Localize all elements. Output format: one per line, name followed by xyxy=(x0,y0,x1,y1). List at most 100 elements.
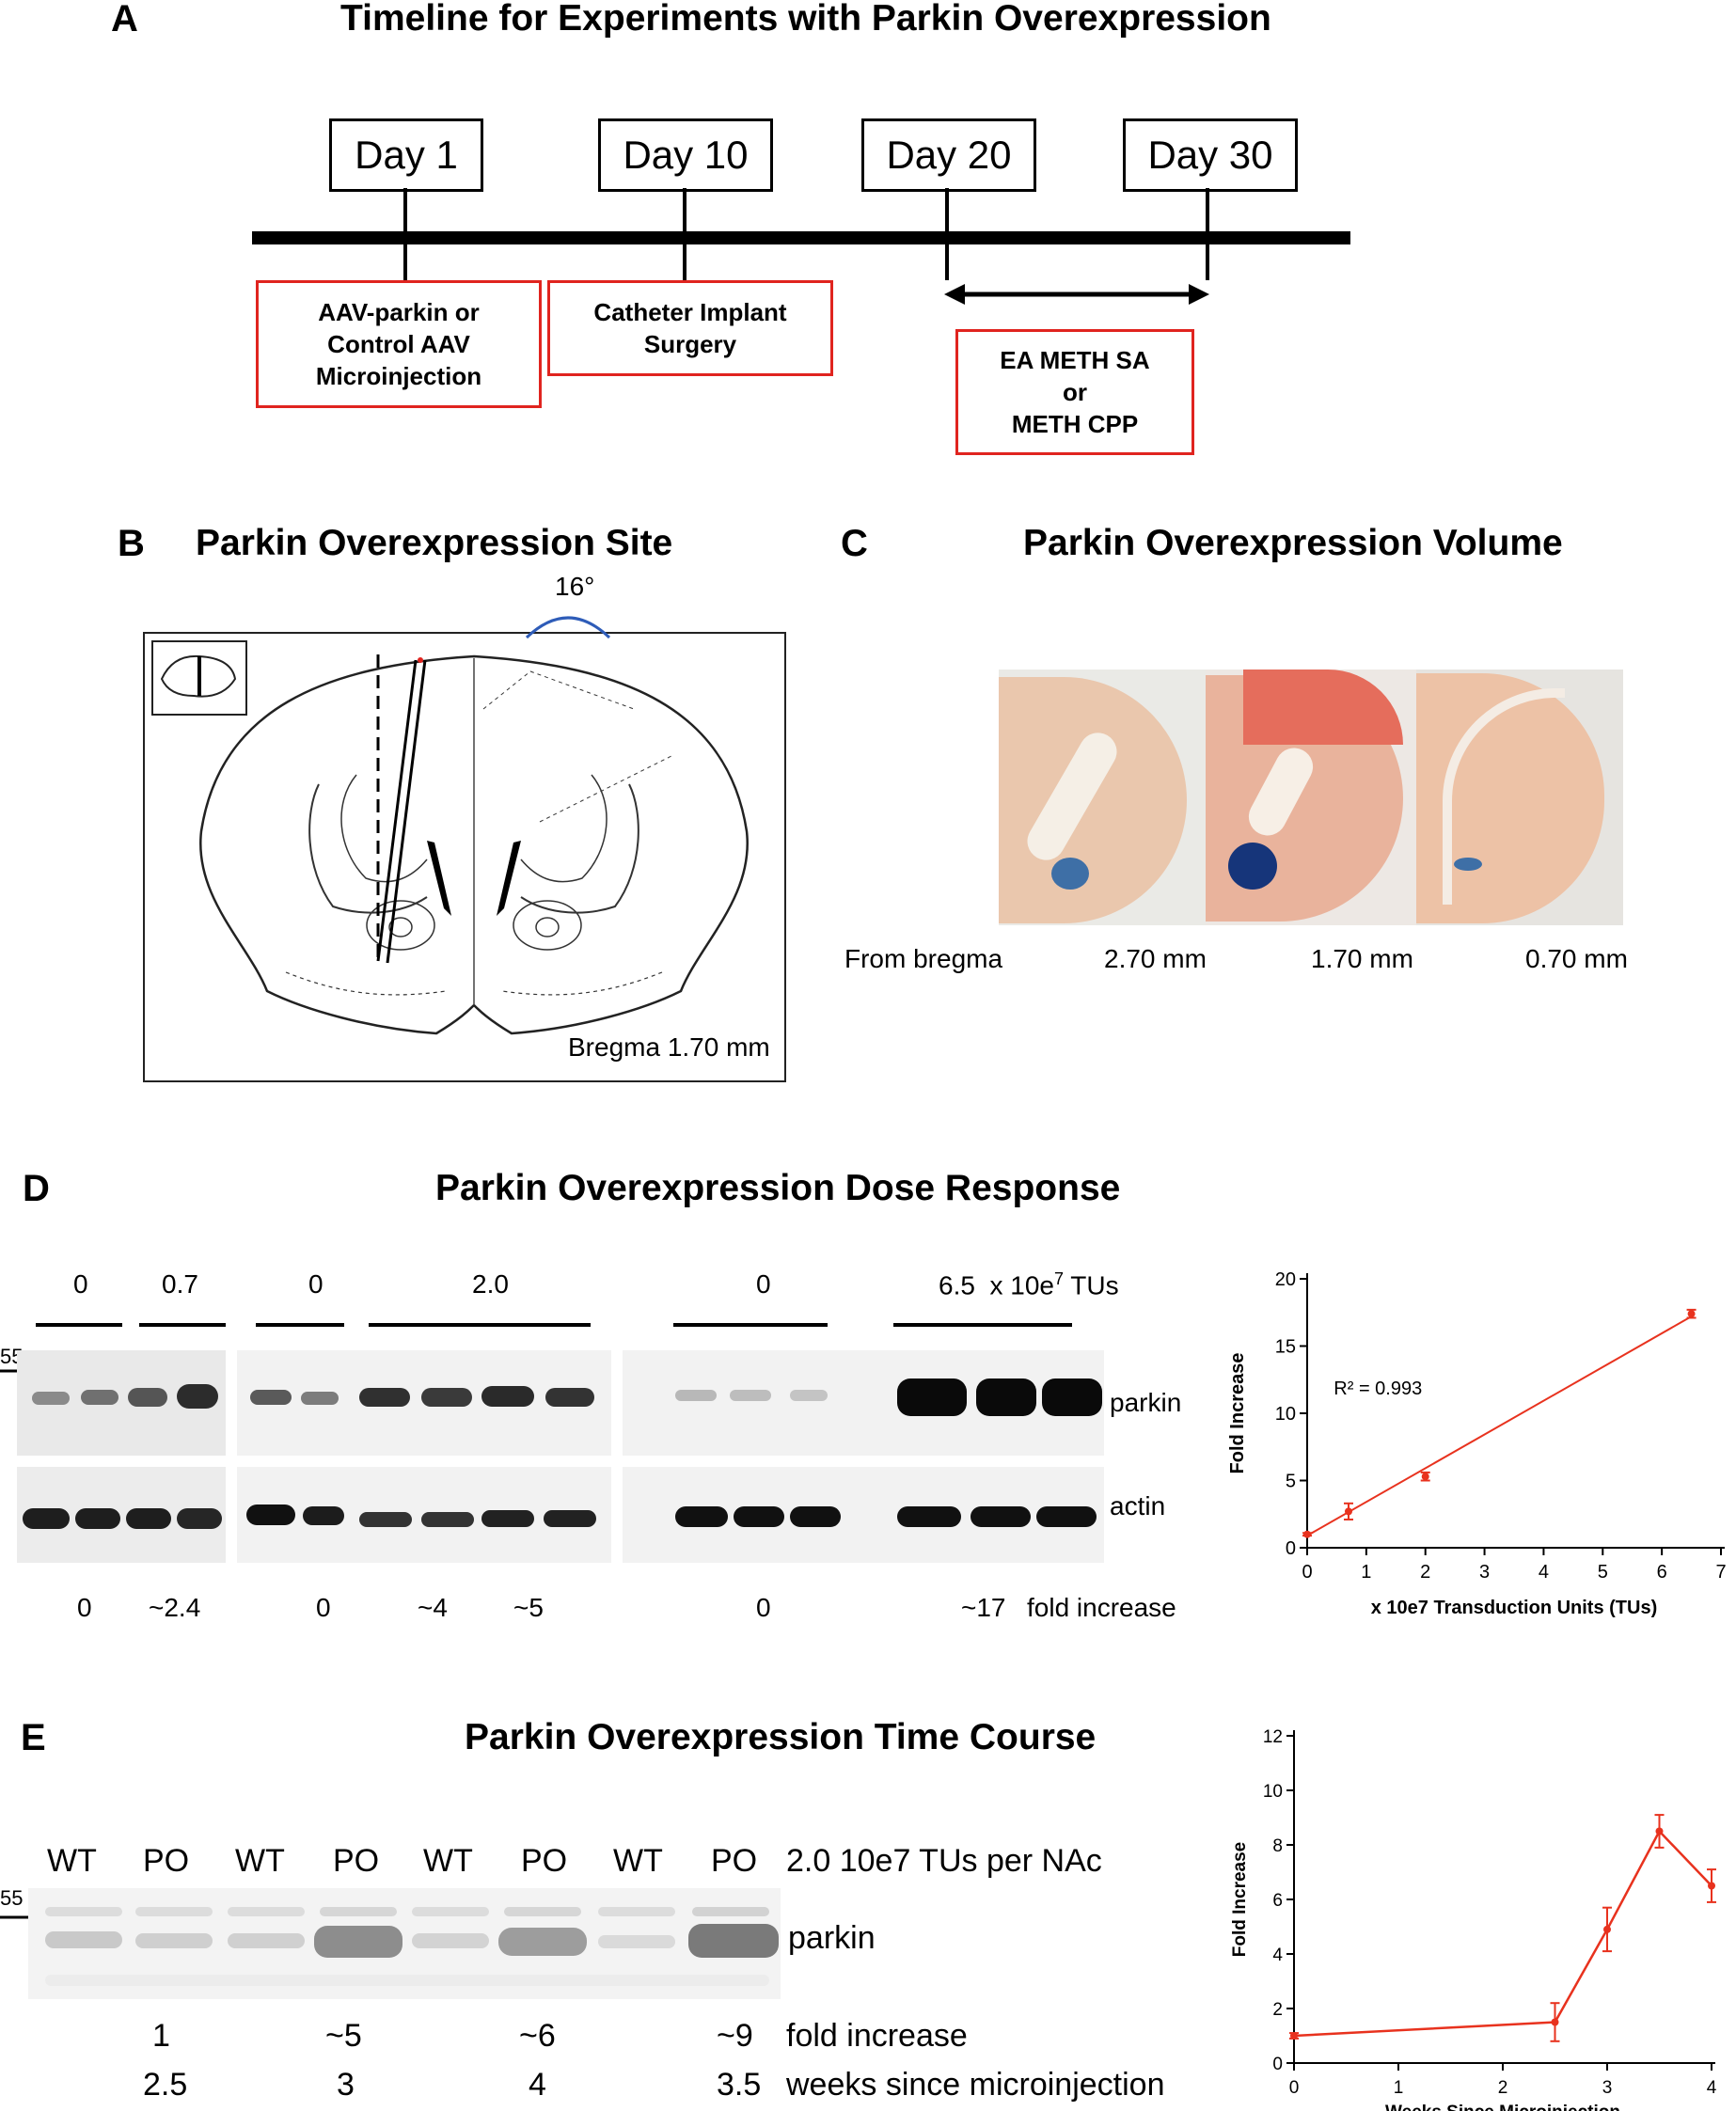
angle-label: 16° xyxy=(555,572,595,601)
blot-d3-parkin xyxy=(623,1350,1104,1456)
day-10-box: Day 10 xyxy=(598,118,773,192)
x-axis-label: Weeks Since Microinjection xyxy=(1385,2103,1620,2111)
r-squared-annotation: R² = 0.993 xyxy=(1334,1378,1422,1399)
dose-label-2: 0.7 xyxy=(162,1269,198,1299)
panel-e-title: Parkin Overexpression Time Course xyxy=(465,1717,1097,1757)
row-label-actin-d: actin xyxy=(1110,1491,1166,1520)
weeks-e-2: 3 xyxy=(337,2067,355,2103)
y-axis-label: Fold Increase xyxy=(1227,1353,1248,1474)
brain-slice-photo-1 xyxy=(999,670,1206,925)
event-meth: EA METH SA or METH CPP xyxy=(955,329,1194,455)
x-tick-label: 6 xyxy=(1657,1562,1667,1583)
weeks-label-e: weeks since microinjection xyxy=(786,2067,1165,2103)
data-point xyxy=(1708,1882,1715,1890)
row-label-parkin-d: parkin xyxy=(1110,1388,1182,1417)
fold-d-4: ~4 xyxy=(418,1593,448,1622)
panel-a-title: Timeline for Experiments with Parkin Ove… xyxy=(340,0,1271,39)
fold-e-1: 1 xyxy=(152,2018,170,2054)
fold-d-2: ~2.4 xyxy=(149,1593,201,1622)
x-tick-label: 1 xyxy=(1361,1562,1371,1583)
data-point xyxy=(1655,1827,1664,1835)
panel-letter-a: A xyxy=(111,0,138,39)
section-label-3: 0.70 mm xyxy=(1525,944,1628,973)
angle-arc xyxy=(525,616,611,639)
fold-d-5: ~5 xyxy=(513,1593,544,1622)
data-point xyxy=(1345,1507,1352,1516)
dose-label-1: 0 xyxy=(73,1269,88,1299)
fold-label-d: fold increase xyxy=(1027,1593,1176,1622)
timeline-axis xyxy=(252,188,1350,305)
section-label-1: 2.70 mm xyxy=(1104,944,1207,973)
weeks-e-3: 4 xyxy=(529,2067,546,2103)
data-point xyxy=(1303,1530,1311,1538)
panel-d-title: Parkin Overexpression Dose Response xyxy=(435,1168,1121,1208)
x-tick-label: 5 xyxy=(1598,1562,1608,1583)
panel-letter-e: E xyxy=(21,1717,46,1758)
dose-group-lines xyxy=(36,1323,1072,1327)
x-tick-label: 1 xyxy=(1394,2078,1404,2098)
y-tick-label: 0 xyxy=(1272,2055,1283,2074)
event-microinjection: AAV-parkin or Control AAV Microinjection xyxy=(256,280,542,408)
sagittal-inset xyxy=(151,640,247,716)
marker-55-e: 55 xyxy=(0,1886,24,1910)
y-tick-label: 20 xyxy=(1275,1269,1296,1290)
lane-label-4: PO xyxy=(333,1843,380,1879)
lane-label-5: WT xyxy=(423,1843,473,1879)
fold-d-3: 0 xyxy=(316,1593,331,1622)
event-catheter-surgery: Catheter Implant Surgery xyxy=(547,280,833,376)
x-tick-label: 7 xyxy=(1715,1562,1726,1583)
injection-needle-left xyxy=(376,659,418,962)
y-tick-label: 12 xyxy=(1263,1727,1283,1747)
dose-label-6: 6.5 x 10e7 TUs xyxy=(939,1269,1119,1300)
lane-label-8: PO xyxy=(711,1843,758,1879)
data-point xyxy=(1421,1473,1429,1481)
blot-d1-actin xyxy=(17,1467,226,1563)
fold-d-1: 0 xyxy=(77,1593,92,1622)
y-tick-label: 15 xyxy=(1275,1337,1296,1358)
marker-tick-e xyxy=(0,1915,28,1919)
panel-letter-b: B xyxy=(118,523,145,564)
panel-c-title: Parkin Overexpression Volume xyxy=(1023,523,1563,563)
blot-d1-parkin xyxy=(17,1350,226,1456)
x-tick-label: 3 xyxy=(1602,2078,1613,2098)
lane-label-6: PO xyxy=(521,1843,568,1879)
fold-e-2: ~5 xyxy=(325,2018,362,2054)
y-tick-label: 5 xyxy=(1286,1472,1296,1492)
fold-d-7: ~17 xyxy=(961,1593,1006,1622)
arrow-head-left xyxy=(944,284,965,305)
dose-label-3: 0 xyxy=(308,1269,324,1299)
y-tick-label: 4 xyxy=(1272,1946,1283,1965)
x-tick-label: 0 xyxy=(1289,2078,1300,2098)
fold-e-4: ~9 xyxy=(717,2018,753,2054)
fit-line xyxy=(1306,1315,1693,1536)
dose-unit-prefix: x 10e xyxy=(989,1270,1055,1300)
weeks-e-1: 2.5 xyxy=(143,2067,188,2103)
brain-slice-photo-3 xyxy=(1416,670,1623,925)
panel-letter-d: D xyxy=(23,1168,50,1209)
fold-d-6: 0 xyxy=(756,1593,771,1622)
blot-d3-actin xyxy=(623,1467,1104,1563)
panel-b-title: Parkin Overexpression Site xyxy=(196,523,673,563)
y-tick-label: 10 xyxy=(1263,1782,1283,1802)
y-tick-label: 10 xyxy=(1275,1404,1296,1425)
x-tick-label: 2 xyxy=(1498,2078,1508,2098)
dose-unit-suffix: TUs xyxy=(1064,1270,1119,1300)
dose-note-e: 2.0 10e7 TUs per NAc xyxy=(786,1843,1102,1879)
dose-label-4: 2.0 xyxy=(472,1269,509,1299)
from-bregma-label: From bregma xyxy=(844,944,1003,973)
brain-slice-photo-2 xyxy=(1206,670,1416,925)
x-tick-label: 0 xyxy=(1302,1562,1312,1583)
x-tick-label: 2 xyxy=(1420,1562,1430,1583)
bregma-label: Bregma 1.70 mm xyxy=(568,1032,770,1062)
arrow-head-right xyxy=(1189,284,1209,305)
data-point xyxy=(1687,1310,1696,1318)
x-tick-label: 4 xyxy=(1539,1562,1549,1583)
y-tick-label: 8 xyxy=(1272,1836,1283,1856)
x-tick-label: 3 xyxy=(1479,1562,1490,1583)
lane-label-2: PO xyxy=(143,1843,190,1879)
dose-label-5: 0 xyxy=(756,1269,771,1299)
blot-d2-actin xyxy=(237,1467,611,1563)
fold-label-e: fold increase xyxy=(786,2018,968,2054)
y-tick-label: 6 xyxy=(1272,1891,1283,1911)
y-tick-label: 0 xyxy=(1286,1538,1296,1559)
